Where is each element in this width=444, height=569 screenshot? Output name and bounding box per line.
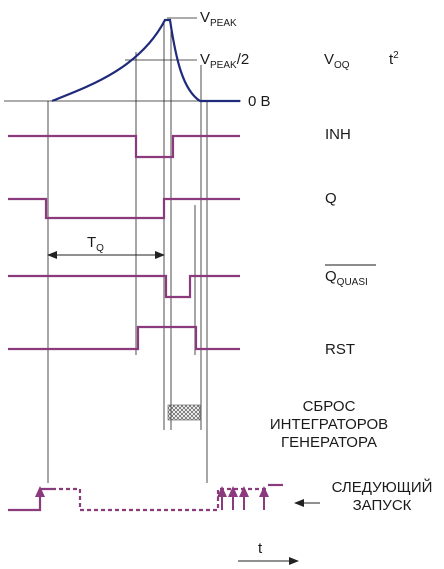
start-arrows [35, 486, 269, 510]
tq-label: TQ [87, 234, 104, 254]
next-start-dashed [52, 487, 268, 512]
qquasi-label: QQUASI [325, 268, 368, 288]
reset-hatch-region [167, 404, 201, 421]
zero-volt-label: 0 В [248, 93, 271, 110]
qquasi-label-group: QQUASI [325, 264, 376, 288]
qquasi-waveform [8, 274, 240, 299]
rst-waveform [8, 325, 240, 351]
reset-caption-line3: ГЕНЕРАТОРА [281, 434, 377, 451]
reset-caption-line1: СБРОС [303, 398, 356, 415]
guide-lines [4, 17, 241, 483]
voq-label: VOQ [324, 51, 350, 71]
next-start-caption-line1: СЛЕДУЮЩИЙ [332, 478, 433, 496]
voq-ramp-curve [51, 18, 240, 103]
rst-label: RST [325, 341, 355, 358]
inh-label: INH [325, 126, 351, 143]
time-axis-label: t [258, 540, 263, 557]
q-label: Q [325, 190, 337, 207]
start-arrow-up-icon [259, 486, 269, 510]
start-arrow-up-icon [239, 486, 249, 510]
vpeak-half-label: VPEAK/2 [200, 51, 249, 71]
start-arrow-up-icon [228, 486, 238, 510]
start-arrow-up-icon [35, 486, 45, 510]
t-squared-label: t2 [389, 50, 399, 68]
digital-waveforms [8, 134, 283, 512]
vpeak-label: VPEAK [200, 9, 237, 29]
inh-waveform [8, 134, 240, 159]
start-arrow-up-icon [217, 486, 227, 510]
q-waveform [8, 197, 240, 220]
next-start-solid [8, 487, 52, 512]
reset-caption-line2: ИНТЕГРАТОРОВ [270, 416, 388, 433]
next-start-caption-line2: ЗАПУСК [353, 497, 412, 514]
